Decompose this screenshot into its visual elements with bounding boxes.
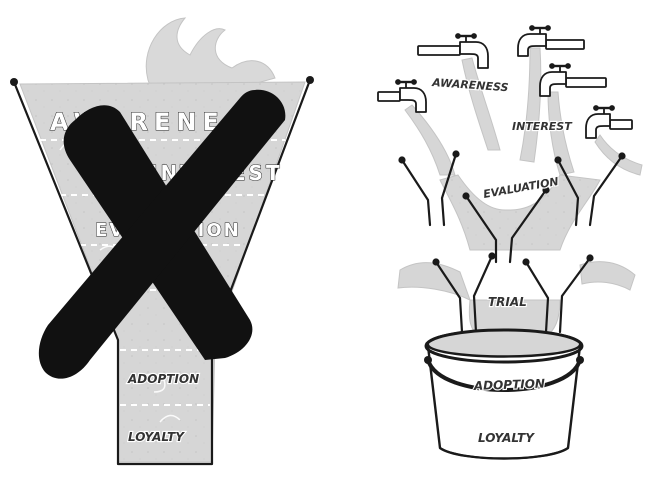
faucet-icon — [417, 33, 489, 69]
faucet-icon — [585, 105, 633, 139]
bucket-label-interest: INTEREST — [512, 120, 573, 133]
bucket-label-adoption: ADOPTION — [473, 377, 546, 394]
y-pipe-icon — [462, 186, 550, 264]
faucet-icon — [377, 79, 427, 113]
bucket-diagram: AWARENESS INTEREST EVALUATION TRIAL ADOP… — [377, 25, 643, 460]
y-pipe-icon — [554, 152, 626, 227]
faucet-icon — [539, 63, 607, 97]
cross-out-mark — [38, 89, 286, 379]
bucket-rim — [424, 328, 584, 364]
cross-stroke-2 — [38, 89, 286, 379]
funnel-label-loyalty: LOYALTY — [128, 430, 185, 444]
faucets — [377, 25, 633, 139]
funnel-label-adoption: ADOPTION — [127, 372, 199, 386]
funnel-liquid-splash — [145, 17, 276, 86]
funnel-left-rim-dot — [10, 78, 18, 86]
y-pipes — [398, 150, 626, 334]
funnel-diagram: AWARENES INTEREST EVALUATION ADOPTION LO… — [10, 17, 314, 466]
y-pipe-icon — [522, 254, 594, 334]
y-pipe-icon — [398, 150, 460, 227]
bucket-icon — [424, 328, 584, 460]
y-pipe-icon — [432, 252, 496, 334]
bucket-label-loyalty: LOYALTY — [478, 431, 535, 445]
funnel-right-rim-dot — [306, 76, 314, 84]
bucket-label-trial: TRIAL — [488, 295, 527, 309]
bucket-handle — [426, 359, 582, 392]
faucet-icon — [517, 25, 585, 57]
bucket-label-awareness: AWARENESS — [431, 76, 509, 94]
